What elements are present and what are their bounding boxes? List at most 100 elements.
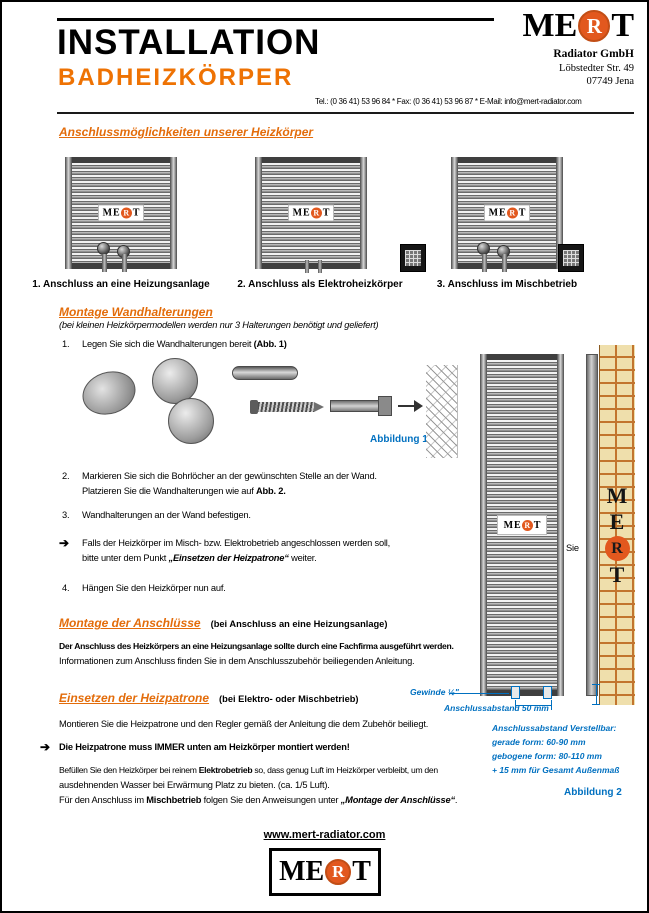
wall-plug-icon [232, 366, 298, 380]
connection-stub [543, 686, 552, 699]
dimension-line [515, 705, 552, 706]
section-heading-row: Einsetzen der Heizpatrone (bei Elektro- … [59, 691, 359, 705]
plate-letter-m: M [503, 519, 514, 531]
step-4-number: 4. [62, 583, 70, 593]
figure-1-label: Abbildung 1 [370, 434, 428, 445]
radiator-right-rail [360, 157, 367, 269]
arrow-icon: ➔ [40, 740, 51, 754]
radiator-top-cap [484, 354, 560, 360]
montage-anschluesse-ref: „Montage der Anschlüsse“ [340, 795, 455, 805]
connection-stub [511, 686, 520, 699]
bracket-disc-icon [76, 364, 142, 422]
step-2-number: 2. [62, 471, 70, 481]
radiator-caption-3: 3. Anschluss im Mischbetrieb [436, 279, 578, 290]
dimension-tick [592, 704, 600, 705]
assembly-arrow-icon [398, 405, 414, 407]
step-2-line-1: Markieren Sie sich die Bohrlöcher an der… [82, 471, 377, 481]
step-2-line-2: Platzieren Sie die Wandhalterungen wie a… [82, 485, 286, 497]
elektrobetrieb-bold: Elektrobetrieb [198, 765, 253, 775]
logo-r-badge-icon: R [325, 859, 352, 885]
adjust-title: Anschlussabstand Verstellbar: [492, 723, 617, 733]
radiator-right-rail [556, 157, 563, 269]
radiator-bottom-cap [69, 263, 173, 269]
section-heading-row: Montage der Anschlüsse (bei Anschluss an… [59, 616, 387, 630]
step-1-number: 1. [62, 339, 70, 349]
misch-middle: folgen Sie den Anweisungen unter [201, 795, 341, 805]
wall-mert-logo: M E R T [602, 484, 632, 587]
website-link[interactable]: www.mert-radiator.com [263, 829, 386, 841]
electric-heating-element [400, 244, 426, 272]
radiator-bottom-cap [455, 263, 559, 269]
wall-letter-t: T [609, 562, 625, 587]
gewinde-pointer-line [449, 693, 509, 694]
step-3-text: Wandhalterungen an der Wand befestigen. [82, 510, 251, 520]
section-heading-suffix: (bei Elektro- oder Mischbetrieb) [219, 694, 359, 704]
radiator-left-rail [65, 157, 72, 269]
contact-line: Tel.: (0 36 41) 53 96 84 * Fax: (0 36 41… [315, 97, 582, 106]
step-1-abb-ref: (Abb. 1) [253, 339, 287, 349]
arrow-icon: ➔ [59, 536, 70, 550]
step-1-text-normal: Legen Sie sich die Wandhalterungen berei… [82, 339, 254, 349]
logo-letter-m: M [279, 856, 306, 887]
plate-r-badge-icon: R [521, 519, 533, 531]
company-name: Radiator GmbH [553, 48, 634, 60]
wall-section-hatch [426, 365, 458, 458]
plate-letter-e: E [303, 207, 310, 219]
logo-letter-e: E [554, 7, 578, 44]
company-city: 07749 Jena [586, 76, 634, 87]
plate-letter-e: E [113, 207, 120, 219]
step-2-text-normal: Platzieren Sie die Wandhalterungen wie a… [82, 486, 257, 496]
adjust-line-2: gebogene form: 80-110 mm [492, 751, 602, 761]
plate-letter-t: T [132, 207, 140, 219]
figure-1-wall-bracket-diagram [72, 354, 432, 449]
mischbetrieb-note-line-1: Falls der Heizkörper im Misch- bzw. Elek… [82, 538, 391, 548]
section-note: (bei kleinen Heizkörpermodellen werden n… [59, 320, 379, 330]
valve-pipe [305, 260, 309, 273]
dimension-line-vertical [596, 684, 597, 704]
valve-pipe [122, 254, 127, 272]
plate-letter-m: M [488, 207, 499, 219]
wall-r-badge-icon: R [604, 536, 630, 561]
header-divider [57, 112, 634, 114]
fachfirma-bold-line: Der Anschluss des Heizkörpers an eine He… [59, 641, 454, 651]
adjust-line-3: + 15 mm für Gesamt Außenmaß [492, 765, 620, 775]
radiator-top-cap [455, 157, 559, 163]
heating-valves [474, 242, 520, 272]
befuellen-line-2: ausdehnenden Wasser bei Erwärmung Platz … [59, 780, 330, 790]
mischbetrieb-line: Für den Anschluss im Mischbetrieb folgen… [59, 794, 458, 806]
befuellen-line-1: Befüllen Sie den Heizkörper bei reinem E… [59, 764, 438, 776]
befuellen-rest: so, dass genug Luft im Heizkörper verble… [252, 765, 438, 775]
element-vent-grid [405, 250, 421, 266]
radiator-top-cap [69, 157, 173, 163]
befuellen-normal: Befüllen Sie den Heizkörper bei reinem [59, 765, 199, 775]
logo-letter-e: E [305, 856, 325, 887]
plate-letter-t: T [518, 207, 526, 219]
plate-letter-e: E [499, 207, 506, 219]
section-heading-wandhalterungen: Montage Wandhalterungen [59, 305, 213, 319]
radiator-left-rail [451, 157, 458, 269]
plate-r-badge-icon: R [506, 207, 518, 219]
radiator-caption-1: 1. Anschluss an eine Heizungsanlage [32, 279, 210, 290]
radiator-top-cap [259, 157, 363, 163]
plate-r-badge-icon: R [120, 207, 132, 219]
heizpatrone-p1: Montieren Sie die Heizpatrone und den Re… [59, 719, 429, 729]
plate-letter-t: T [533, 519, 541, 531]
logo-letter-m: M [522, 7, 555, 44]
plate-letter-m: M [102, 207, 113, 219]
step-1-text: Legen Sie sich die Wandhalterungen berei… [82, 338, 287, 350]
plate-letter-t: T [322, 207, 330, 219]
page-title: INSTALLATION [57, 23, 321, 62]
company-address: Radiator GmbH Löbstedter Str. 49 07749 J… [482, 48, 634, 89]
heizpatrone-warning: Die Heizpatrone muss IMMER unten am Heiz… [59, 742, 350, 752]
step-3-number: 3. [62, 510, 70, 520]
step-4-text: Hängen Sie den Heizkörper nun auf. [82, 583, 226, 593]
screw-thread-icon [258, 402, 314, 412]
anschlussabstand-label: Anschlussabstand 50 mm [444, 703, 549, 713]
